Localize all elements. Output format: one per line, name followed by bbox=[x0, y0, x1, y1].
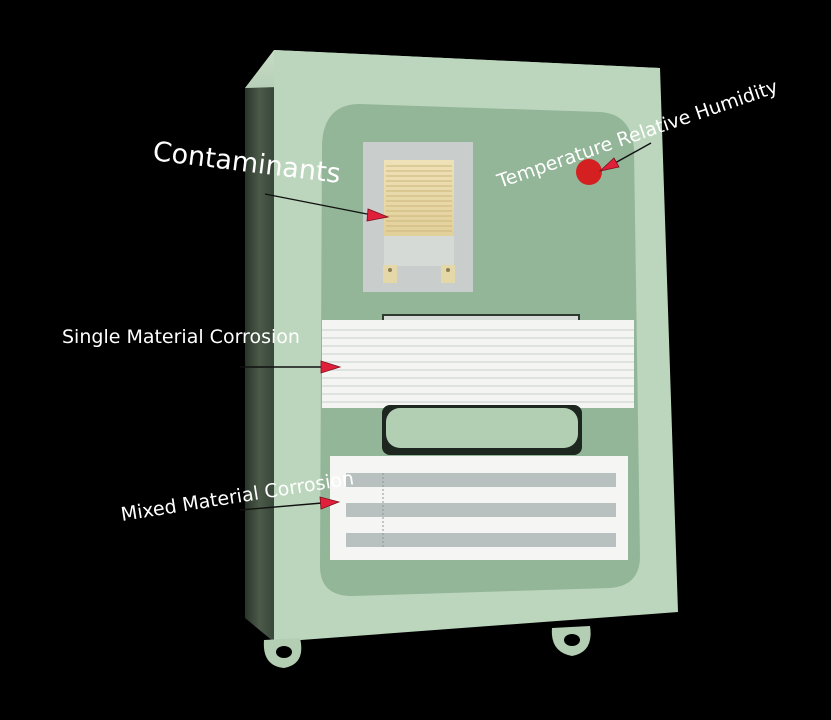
arrow-single bbox=[320, 360, 342, 374]
arrow-contaminants bbox=[366, 208, 390, 222]
mounting-foot-right bbox=[551, 626, 591, 656]
mounting-foot-left bbox=[263, 638, 302, 668]
label-single-material-corrosion: Single Material Corrosion bbox=[62, 326, 300, 348]
mixed-material-coupon bbox=[330, 456, 628, 560]
slot-window bbox=[382, 405, 582, 455]
single-material-coupon bbox=[322, 314, 634, 408]
temperature-humidity-sensor bbox=[576, 159, 602, 185]
arrow-mixed bbox=[319, 496, 341, 510]
arrow-temperature bbox=[598, 157, 620, 172]
leader-mixed bbox=[239, 502, 323, 511]
enclosure-side bbox=[245, 50, 274, 642]
leader-contaminants bbox=[264, 193, 373, 216]
